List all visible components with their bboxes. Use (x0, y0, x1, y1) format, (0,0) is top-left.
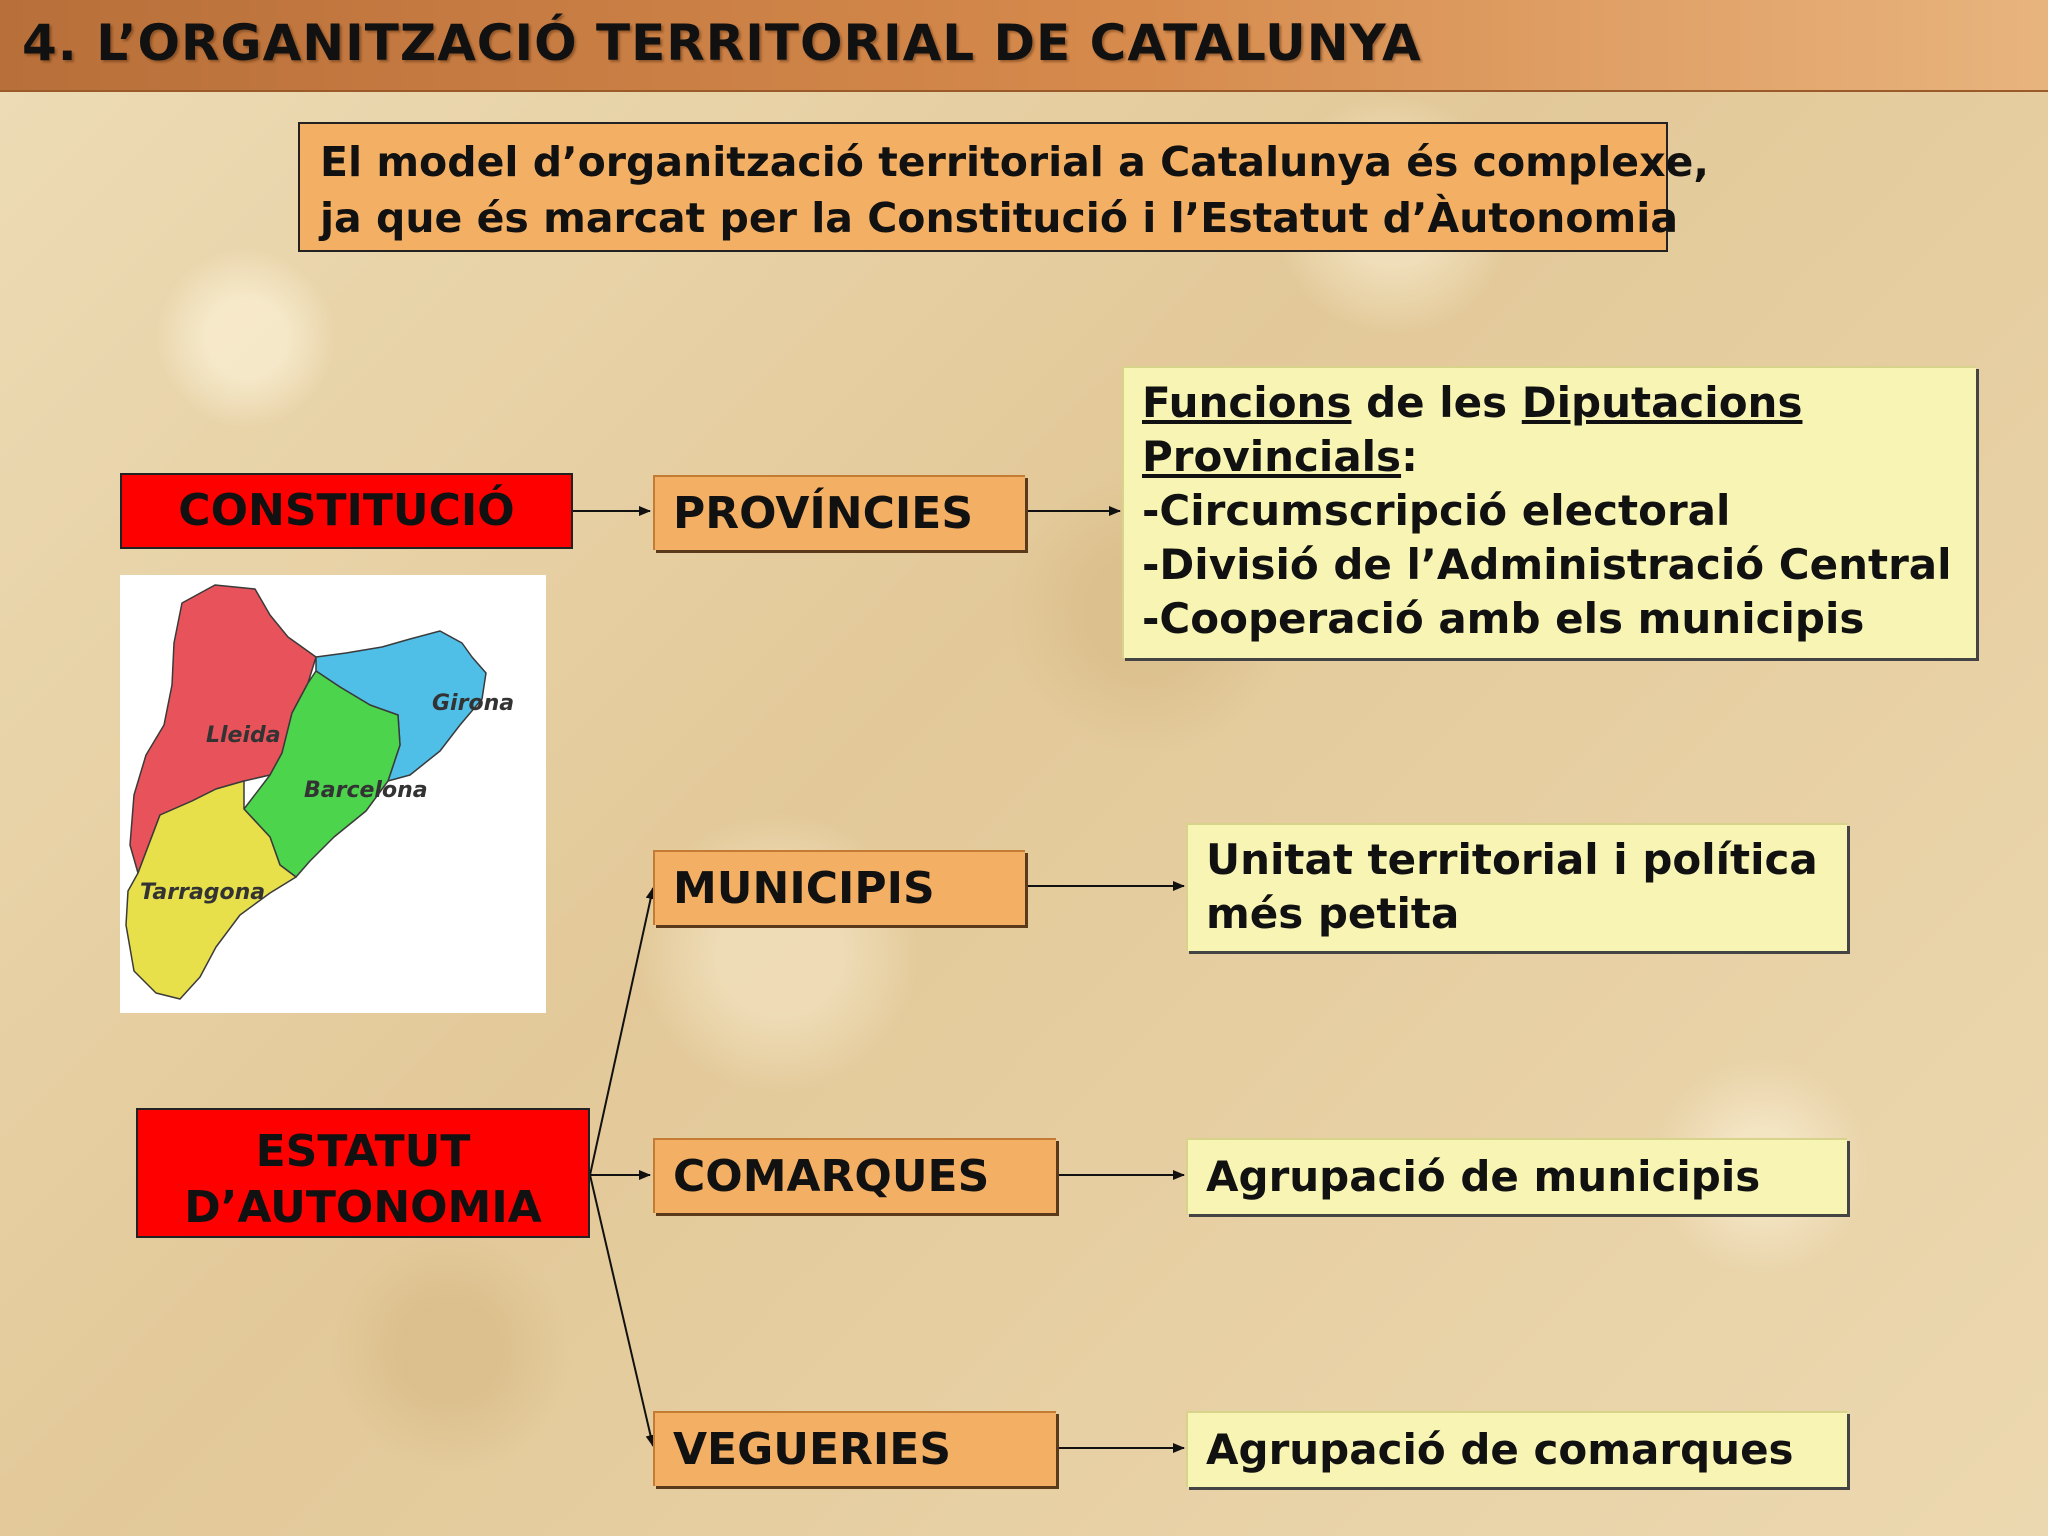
municipis-description-line-2: més petita (1206, 889, 1460, 938)
arrow-estatut-vegueries (589, 1174, 656, 1447)
vegueries-description-box: Agrupació de comarques (1186, 1411, 1847, 1487)
provincies-label: PROVÍNCIES (673, 488, 974, 539)
constitucio-box: CONSTITUCIÓ (120, 473, 573, 549)
estatut-label-line-2: D’AUTONOMIA (184, 1182, 542, 1233)
estatut-label-line-1: ESTATUT (255, 1126, 471, 1177)
map-label-tarragona: Tarragona (140, 880, 266, 905)
municipis-box: MUNICIPIS (653, 850, 1025, 925)
title-bar: 4. L’ORGANITZACIÓ TERRITORIAL DE CATALUN… (0, 0, 2048, 92)
funcions-text: Funcions (1142, 378, 1352, 427)
comarques-description-box: Agrupació de municipis (1186, 1138, 1847, 1214)
vegueries-label: VEGUERIES (673, 1424, 952, 1475)
page-title: 4. L’ORGANITZACIÓ TERRITORIAL DE CATALUN… (22, 14, 1422, 72)
de-les-text: de les (1366, 378, 1508, 427)
comarques-box: COMARQUES (653, 1138, 1056, 1213)
comarques-label: COMARQUES (673, 1151, 990, 1202)
map-label-lleida: Lleida (206, 723, 281, 748)
catalonia-province-map: Lleida Girona Barcelona Tarragona (120, 575, 546, 1013)
provincies-box: PROVÍNCIES (653, 475, 1025, 550)
arrow-estatut-municipis (589, 887, 656, 1176)
provincies-description-heading-1: Funcions de les Diputacions (1142, 376, 1958, 430)
map-drawing (125, 584, 487, 1000)
municipis-description-line-1: Unitat territorial i política (1206, 835, 1818, 884)
map-region-barcelona (243, 670, 401, 878)
diputacions-text: Diputacions (1521, 378, 1803, 427)
provincies-description-item: -Divisió de l’Administració Central (1142, 540, 1952, 589)
vegueries-description: Agrupació de comarques (1206, 1425, 1794, 1474)
constitucio-label: CONSTITUCIÓ (178, 485, 515, 536)
municipis-label: MUNICIPIS (673, 863, 935, 914)
provincies-description-heading-2: Provincials: (1142, 430, 1958, 484)
intro-box: El model d’organització territorial a Ca… (298, 122, 1709, 252)
estatut-box: ESTATUT D’AUTONOMIA (136, 1108, 590, 1238)
intro-line-1: El model d’organització territorial a Ca… (320, 138, 1709, 186)
map-label-girona: Girona (432, 691, 515, 716)
provincials-text: Provincials (1142, 432, 1402, 481)
provincies-description-item: -Cooperació amb els municipis (1142, 594, 1865, 643)
municipis-description-box: Unitat territorial i política més petita (1186, 823, 1847, 951)
provincies-description-item: -Circumscripció electoral (1142, 486, 1731, 535)
vegueries-box: VEGUERIES (653, 1411, 1056, 1486)
intro-line-2: ja que és marcat per la Constitució i l’… (320, 194, 1678, 242)
map-region-tarragona (125, 780, 297, 1000)
colon-text: : (1401, 432, 1418, 481)
map-label-barcelona: Barcelona (304, 778, 428, 803)
provincies-description-box: Funcions de les Diputacions Provincials:… (1122, 366, 1976, 658)
comarques-description: Agrupació de municipis (1206, 1152, 1761, 1201)
